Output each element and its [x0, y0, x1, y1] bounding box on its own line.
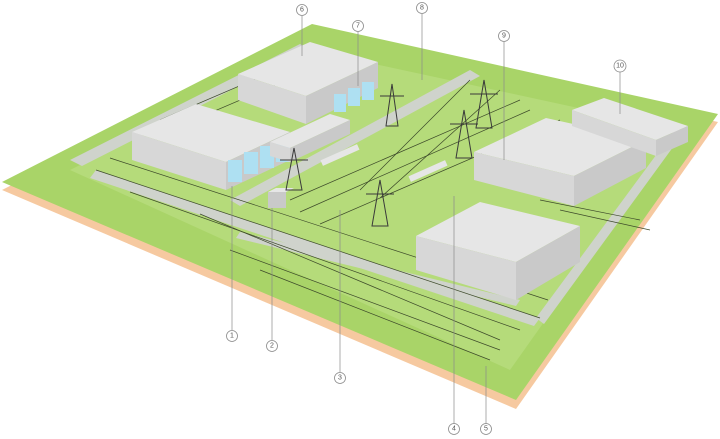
callout-2: 2 [266, 340, 278, 352]
building-10 [572, 98, 688, 156]
callout-6: 6 [296, 4, 308, 16]
transmission-towers [280, 79, 498, 227]
switchgear-top [270, 114, 350, 148]
tower-4 [366, 179, 394, 227]
callout-1: 1 [226, 330, 238, 342]
power-line-14 [539, 199, 641, 221]
building-1-top [132, 104, 290, 162]
callout-4-circle [448, 423, 460, 435]
power-line-5 [229, 249, 501, 351]
transformer-1b [244, 152, 258, 174]
busbar-row-2 [408, 160, 448, 182]
switchgear-front [270, 142, 290, 162]
road-perimeter-south [90, 170, 540, 326]
tower-4-body [371, 179, 389, 227]
building-10-front [572, 110, 656, 156]
tower-3 [280, 147, 308, 191]
busbar-rows [320, 144, 448, 182]
power-line-11 [379, 89, 501, 199]
callout-7-circle [352, 20, 364, 32]
building-6-front [238, 74, 306, 124]
control-cabinet-2 [268, 188, 294, 208]
callout-4: 4 [448, 423, 460, 435]
callout-1-circle [226, 330, 238, 342]
callout-3-label: 3 [338, 375, 342, 382]
power-line-7 [289, 99, 521, 201]
callout-3-circle [334, 372, 346, 384]
power-line-15 [559, 209, 651, 231]
callout-10-label: 10 [616, 63, 624, 70]
tower-2 [470, 79, 498, 129]
power-line-4 [199, 213, 501, 341]
callout-10: 10 [613, 59, 627, 73]
callout-2-circle [266, 340, 278, 352]
building-10-side [656, 126, 688, 156]
building-6-side [306, 62, 378, 124]
callout-3: 3 [334, 372, 346, 384]
control-cabinet-2-top [268, 188, 294, 192]
building-4 [416, 202, 580, 300]
callout-4-label: 4 [452, 426, 456, 433]
tower-2-body [475, 79, 493, 129]
callout-5: 5 [480, 423, 492, 435]
building-9-side [574, 140, 646, 206]
callout-5-circle [480, 423, 492, 435]
tower-1-body [385, 83, 399, 127]
building-9-front [474, 152, 574, 206]
road-central [230, 70, 480, 206]
transformer-7b [348, 88, 360, 106]
power-line-6 [259, 269, 491, 361]
tower-1 [380, 83, 404, 127]
callout-2-label: 2 [270, 343, 274, 350]
power-line-1 [95, 169, 541, 319]
building-1-front [132, 132, 226, 190]
transformer-7a [334, 94, 346, 112]
power-line-10 [359, 79, 471, 191]
callout-6-label: 6 [300, 7, 304, 14]
building-10-top [572, 98, 688, 140]
callout-9-label: 9 [502, 33, 506, 40]
callout-10-circle [613, 59, 627, 73]
transformer-7c [362, 82, 374, 100]
building-4-front [416, 236, 516, 300]
switchgear-side [290, 120, 350, 162]
leader-lines [231, 14, 621, 424]
callout-8-circle [416, 2, 428, 14]
control-cabinet-2-body [268, 192, 286, 208]
transformer-group-7 [334, 82, 374, 112]
busbar-row-1 [320, 144, 360, 166]
callout-7: 7 [352, 20, 364, 32]
tower-5 [450, 109, 478, 159]
callout-5-label: 5 [484, 426, 488, 433]
transformer-1a [228, 160, 242, 182]
callout-8-label: 8 [420, 5, 424, 12]
building-4-top [416, 202, 580, 262]
power-line-3 [129, 191, 521, 331]
callout-9: 9 [498, 30, 510, 42]
building-6 [238, 42, 378, 124]
switchgear-hall [270, 114, 350, 162]
callout-7-label: 7 [356, 23, 360, 30]
callout-9-circle [498, 30, 510, 42]
callout-1-label: 1 [230, 333, 234, 340]
road-perimeter-east [536, 128, 684, 324]
building-4-side [516, 226, 580, 300]
callout-6-circle [296, 4, 308, 16]
tower-5-body [455, 109, 473, 159]
callout-8: 8 [416, 2, 428, 14]
tower-3-body [285, 147, 303, 191]
callouts: 1 2 3 4 5 6 7 8 [226, 2, 627, 435]
building-6-top [238, 42, 378, 96]
